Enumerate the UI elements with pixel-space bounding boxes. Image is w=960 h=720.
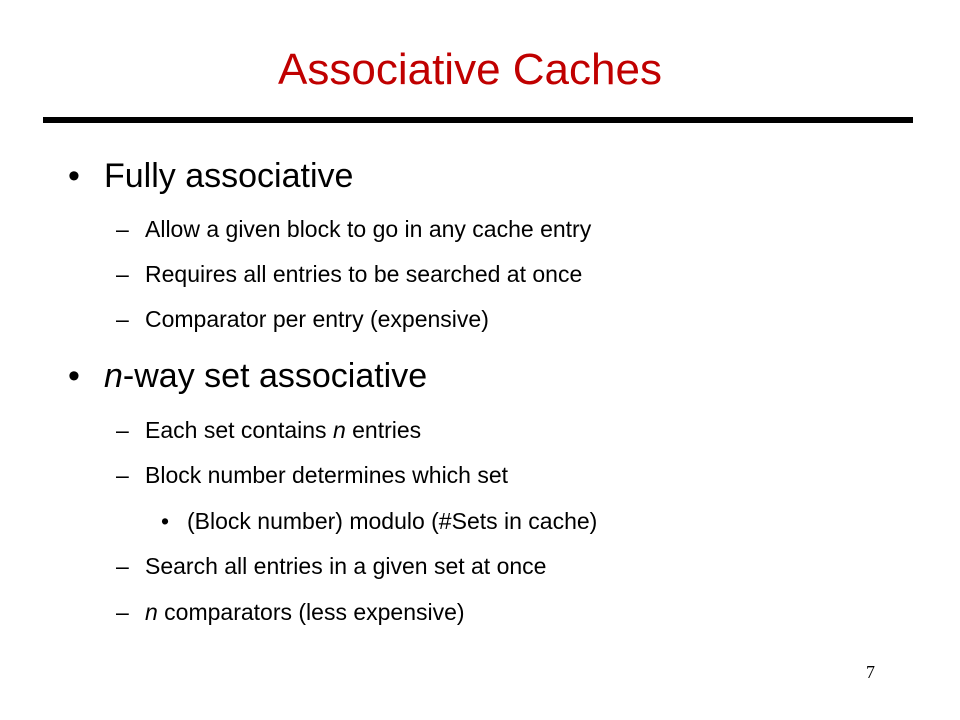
sub-bullet-set-entries: – Each set contains n entries (116, 417, 422, 444)
sub-bullet-search-set: – Search all entries in a given set at o… (116, 553, 547, 580)
sub-bullet-text: Comparator per entry (expensive) (145, 306, 489, 332)
sub-bullet-n-comparators: – n comparators (less expensive) (116, 599, 465, 626)
page-number: 7 (866, 662, 875, 682)
sub-bullet-text-before: Each set contains (145, 417, 333, 443)
dash-marker: – (116, 261, 129, 287)
bullet-text: Fully associative (104, 157, 354, 195)
bullet-text: -way set associative (122, 357, 428, 395)
italic-n: n (145, 599, 158, 625)
bullet-marker: • (68, 157, 80, 195)
bullet-n-way: • n-way set associative (68, 357, 428, 396)
sub-bullet-comparator: – Comparator per entry (expensive) (116, 306, 489, 333)
sub-sub-bullet-modulo: • (Block number) modulo (#Sets in cache) (161, 508, 598, 535)
dash-marker: – (116, 553, 129, 579)
bullet-fully-associative: • Fully associative (68, 157, 354, 196)
bullet-marker: • (161, 508, 170, 534)
dash-marker: – (116, 462, 129, 488)
dash-marker: – (116, 599, 129, 625)
sub-bullet-any-entry: – Allow a given block to go in any cache… (116, 216, 592, 243)
title-rule (43, 117, 913, 123)
sub-sub-bullet-text: (Block number) modulo (#Sets in cache) (187, 508, 598, 534)
sub-bullet-text: Allow a given block to go in any cache e… (145, 216, 592, 242)
dash-marker: – (116, 216, 129, 242)
italic-n: n (104, 357, 123, 395)
dash-marker: – (116, 306, 129, 332)
sub-bullet-text: Search all entries in a given set at onc… (145, 553, 547, 579)
slide-title: Associative Caches (278, 45, 662, 94)
sub-bullet-text: Block number determines which set (145, 462, 509, 488)
sub-bullet-text-after: entries (345, 417, 422, 443)
italic-n: n (332, 417, 346, 443)
sub-bullet-text: Requires all entries to be searched at o… (145, 261, 583, 287)
bullet-marker: • (68, 357, 80, 395)
dash-marker: – (116, 417, 129, 443)
sub-bullet-text: comparators (less expensive) (157, 599, 465, 625)
sub-bullet-block-number: – Block number determines which set (116, 462, 509, 489)
sub-bullet-search-all: – Requires all entries to be searched at… (116, 261, 583, 288)
